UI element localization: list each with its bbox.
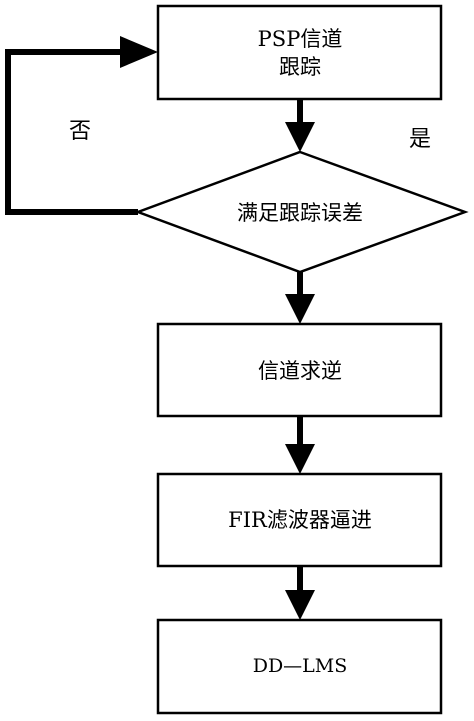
psp-tracking-box — [156, 4, 443, 101]
channel-inverse-label: 信道求逆 — [258, 359, 342, 383]
arrow-3-head — [285, 444, 315, 474]
arrow-2-head — [285, 294, 315, 324]
no-branch-connector — [5, 49, 138, 215]
fir-approx-box — [156, 472, 443, 568]
psp-tracking-label-line1: PSP信道 — [258, 27, 343, 51]
decision-label: 满足跟踪误差 — [237, 201, 363, 225]
channel-inverse-box — [156, 322, 443, 418]
fir-approx-label: FIR滤波器逼进 — [228, 508, 372, 532]
dd-lms-box — [156, 618, 443, 715]
dd-lms-label: DD—LMS — [253, 655, 348, 677]
arrow-1-head — [285, 122, 315, 152]
psp-tracking-label-line2: 跟踪 — [279, 55, 321, 79]
no-branch-label: 否 — [69, 119, 91, 144]
yes-branch-label: 是 — [409, 127, 431, 152]
no-branch-arrowhead — [120, 36, 158, 68]
arrow-4-head — [285, 590, 315, 620]
